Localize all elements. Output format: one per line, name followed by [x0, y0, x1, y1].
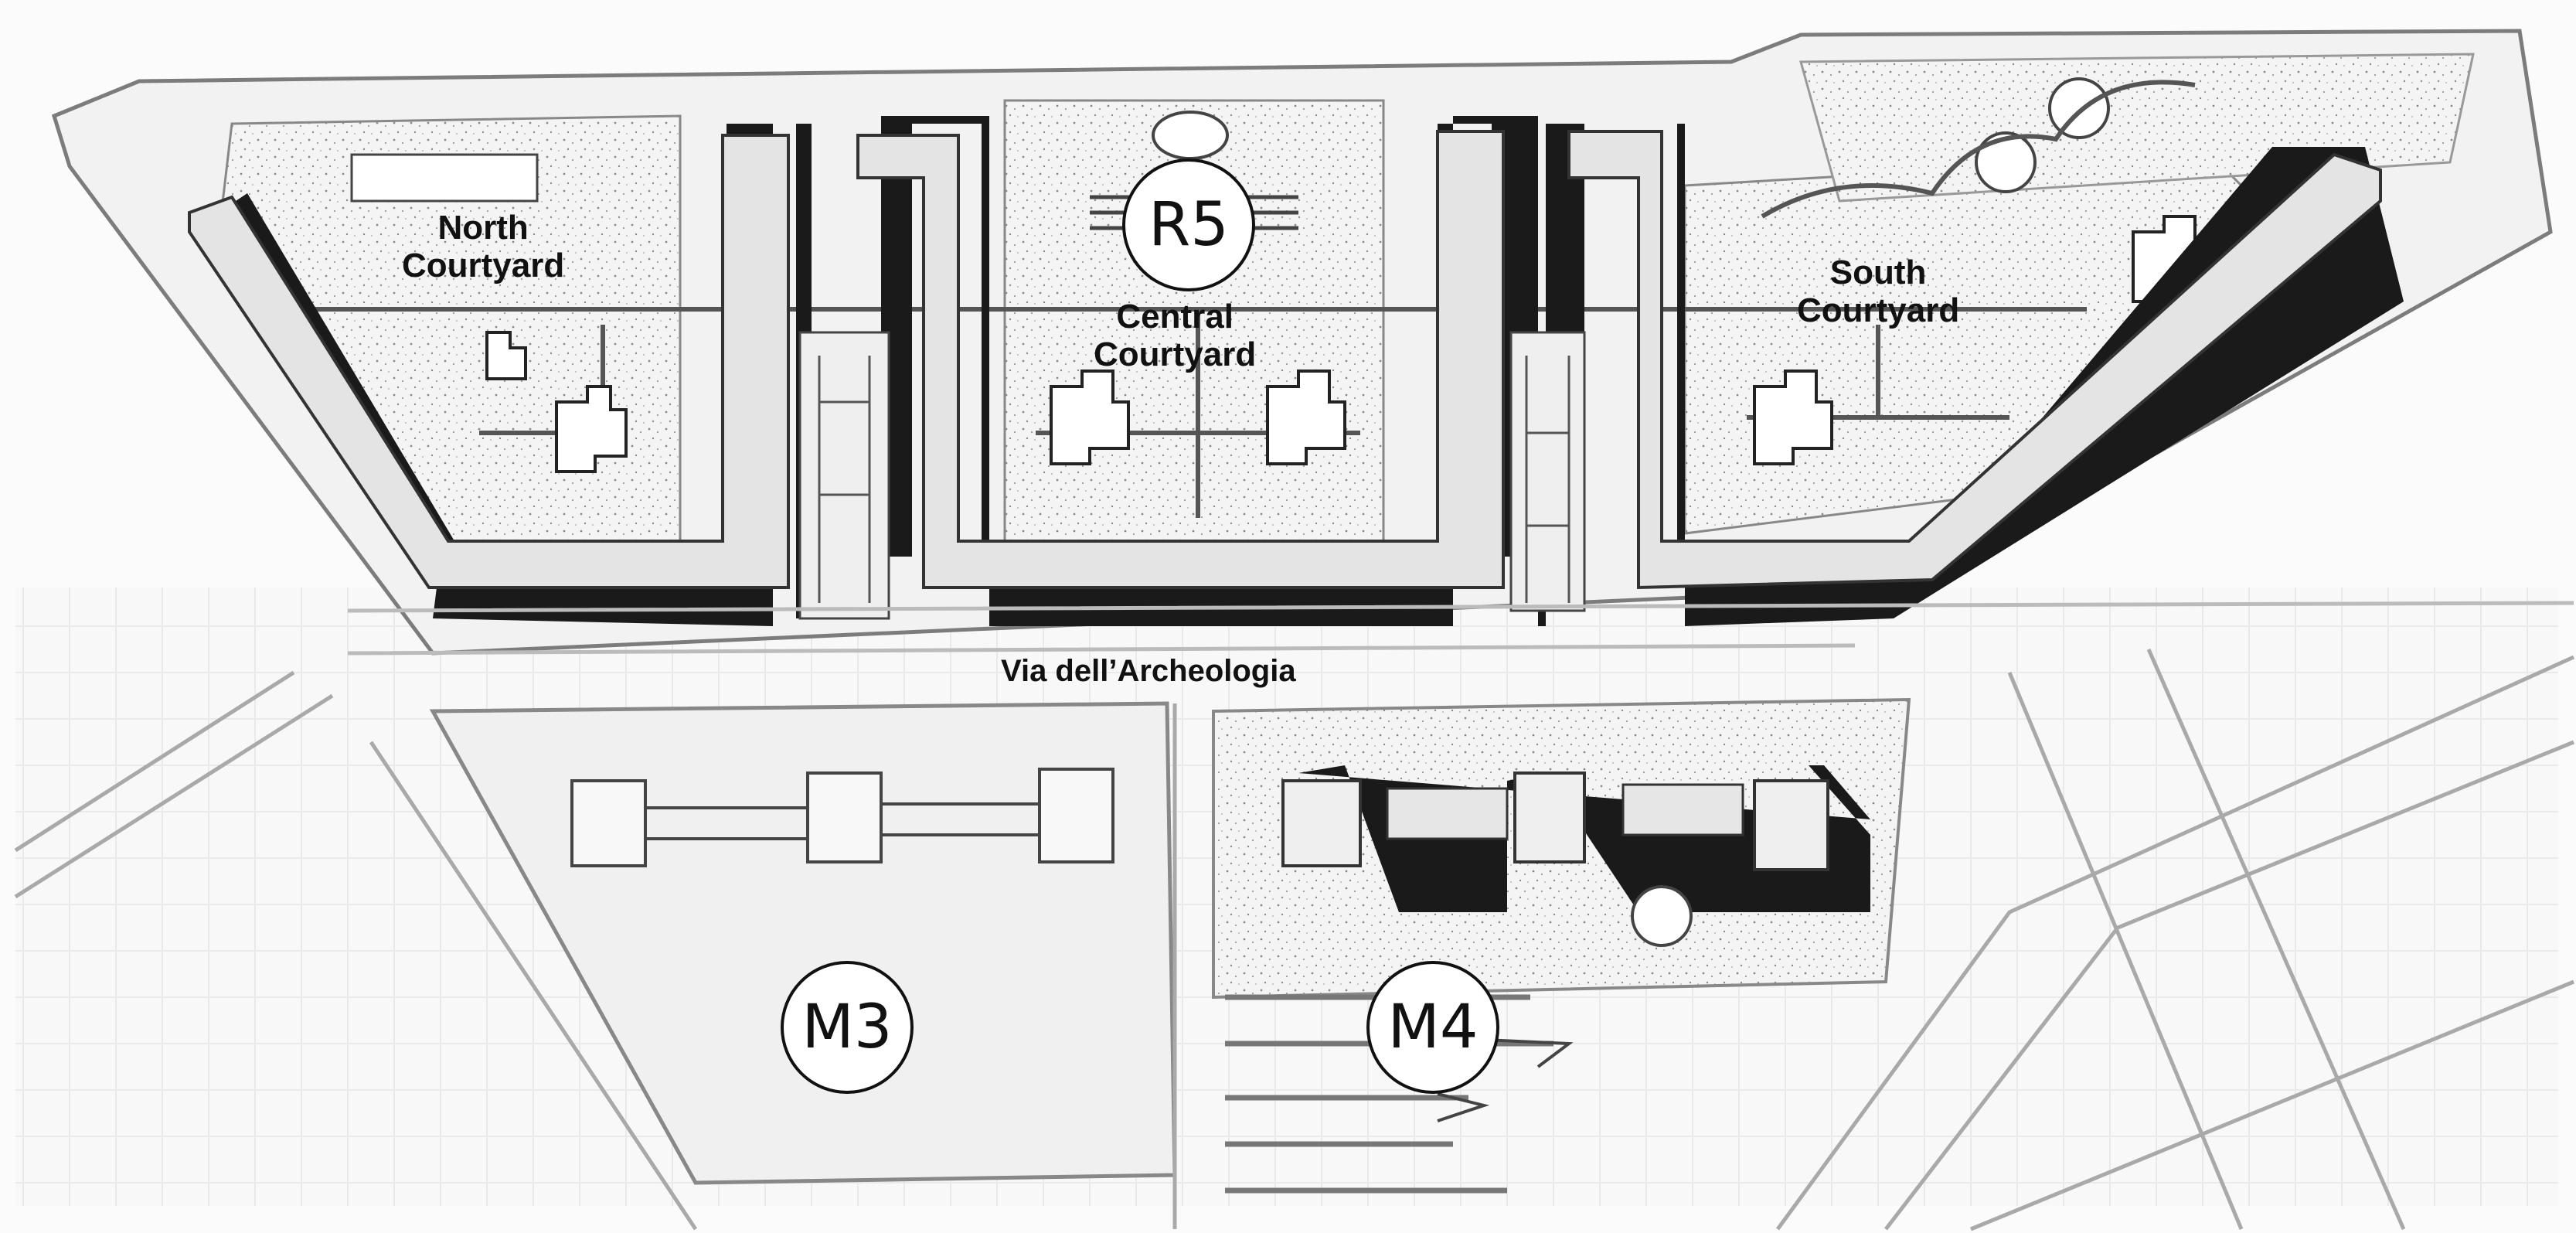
north-courtyard-label-line2: Courtyard: [402, 247, 565, 285]
south-winding-path: [1761, 80, 2196, 219]
m4-building-2: [1513, 771, 1586, 863]
marker-m4: M4: [1366, 961, 1499, 1094]
north-link-block: [798, 331, 890, 620]
south-courtyard-label-line2: Courtyard: [1797, 291, 1960, 330]
r5-central-wing: [856, 130, 1505, 589]
m4-circle: [1631, 885, 1693, 947]
street-label: Via dell’Archeologia: [1001, 654, 1296, 688]
street-via-archeologia: [347, 601, 2574, 656]
south-roundabout-b: [2048, 77, 2110, 139]
m3-building-left: [570, 779, 647, 867]
south-roundabout-a: [1975, 131, 2037, 193]
m4-ramps: [1437, 1038, 1574, 1122]
m4-building-3: [1753, 779, 1829, 871]
south-link-detail: [1525, 356, 1570, 603]
central-courtyard-label-line2: Courtyard: [1094, 335, 1257, 374]
north-pavilion-small: [485, 331, 527, 380]
southwest-roads: [14, 670, 1177, 1231]
north-courtyard-label-line1: North: [437, 209, 529, 247]
central-fountain: [1152, 111, 1229, 160]
m3-connectors: [645, 802, 1040, 840]
south-courtyard-label: South Courtyard: [1797, 254, 1959, 330]
south-link-block: [1509, 331, 1586, 612]
north-pool: [350, 153, 539, 203]
marker-r5: R5: [1122, 158, 1255, 291]
central-pavilion-left: [1050, 370, 1130, 465]
north-link-detail: [818, 356, 871, 603]
m4-link-1: [1386, 787, 1509, 840]
marker-m3: M3: [781, 961, 914, 1094]
central-courtyard-label-line1: Central: [1116, 298, 1234, 335]
southeast-roads: [1775, 648, 2575, 1231]
m4-link-2: [1621, 783, 1744, 836]
south-courtyard-label-line1: South: [1829, 254, 1927, 291]
central-courtyard-label: Central Courtyard: [1094, 298, 1256, 374]
north-pavilion: [555, 385, 628, 473]
central-pavilion-right: [1266, 370, 1346, 465]
r5-south-wing: [1567, 130, 2382, 590]
r5-north-wing: [188, 134, 790, 589]
m3-building-right: [1038, 768, 1114, 863]
north-courtyard-label: North Courtyard: [402, 209, 564, 285]
m3-building-mid: [806, 771, 883, 863]
south-pavilion: [1753, 370, 1833, 465]
m4-building-1: [1281, 779, 1362, 867]
